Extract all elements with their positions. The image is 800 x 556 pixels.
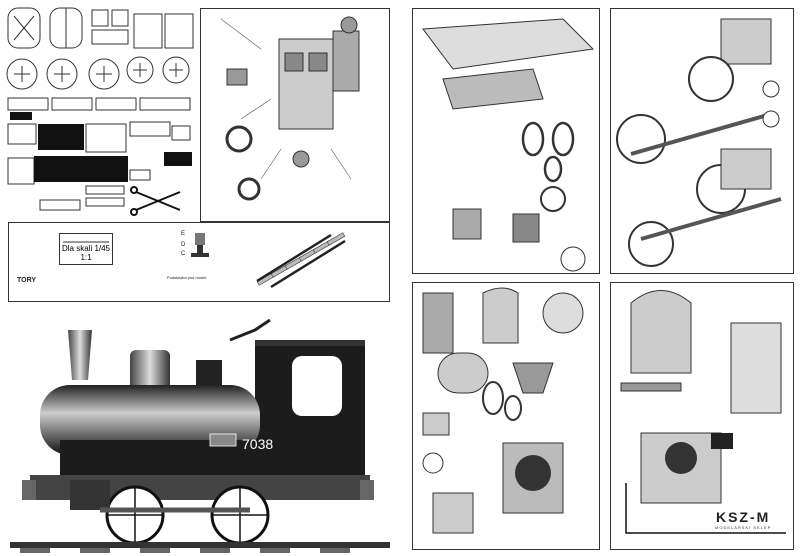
tracks-title: TORY — [17, 277, 37, 284]
scale-label-box: Dla skali 1/45 1:1 — [59, 233, 113, 265]
locomotive-side-view: 7038 — [0, 310, 400, 556]
cab-assembly-panel — [200, 8, 390, 222]
parts-sheet-drawing — [6, 7, 194, 216]
boiler-assembly-drawing — [422, 287, 584, 534]
instruction-panel-frame — [412, 8, 600, 274]
locomotive-drawing — [10, 318, 390, 553]
wheels-assembly-drawing — [616, 18, 782, 267]
cab-assembly-drawing — [220, 16, 360, 201]
instruction-panel-boiler — [412, 282, 600, 550]
ksz-m-logo: KSZ-M MODELARSKI SKLEP — [715, 509, 771, 530]
scale-ratio: 1:1 — [80, 253, 92, 262]
tracks-panel: Dla skali 1/45 1:1 E D C Podstawka pod m… — [8, 222, 390, 302]
stand-letter-d: D — [181, 242, 186, 248]
parts-sheet-panel — [0, 0, 198, 219]
stand-letter-c: C — [181, 251, 186, 257]
tracks-drawing — [63, 232, 346, 289]
scale-label: Dla skali 1/45 — [61, 244, 111, 253]
logo-subtitle: MODELARSKI SKLEP — [715, 525, 772, 530]
frame-assembly-drawing — [422, 18, 595, 272]
logo-brand: KSZ-M — [715, 509, 771, 525]
instruction-panel-wheels — [610, 8, 794, 274]
instruction-panel-cab: KSZ-M MODELARSKI SKLEP — [610, 282, 794, 550]
stand-caption: Podstawka pod model — [167, 275, 207, 280]
locomotive-number: 7038 — [242, 436, 274, 452]
stand-letter-e: E — [181, 231, 186, 237]
cab-final-drawing — [620, 290, 786, 534]
